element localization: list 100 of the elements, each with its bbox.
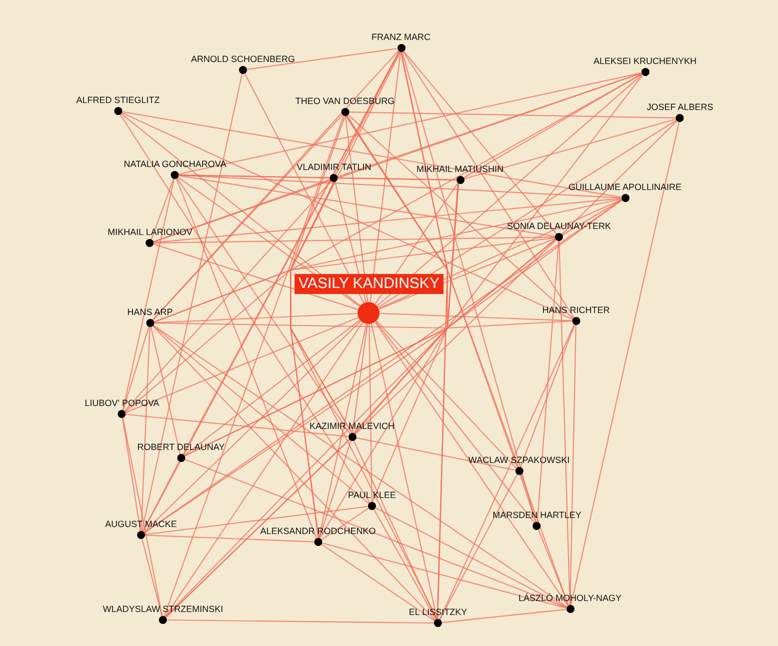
connection-line bbox=[374, 322, 568, 606]
connection-line bbox=[442, 608, 566, 624]
connection-line bbox=[570, 324, 576, 606]
connection-line bbox=[144, 534, 314, 542]
connection-line bbox=[154, 244, 359, 310]
connection-line bbox=[374, 509, 436, 620]
connection-line bbox=[182, 51, 400, 455]
connection-line bbox=[354, 74, 643, 434]
name-label: MIKHAIL LARIONOV bbox=[108, 227, 192, 238]
connection-line bbox=[184, 319, 361, 456]
connection-line bbox=[338, 178, 456, 180]
connection-line bbox=[121, 112, 573, 320]
connection-line bbox=[164, 322, 364, 617]
connection-line bbox=[152, 325, 370, 504]
connection-line bbox=[153, 324, 567, 608]
name-label: GUILLAUME APOLLINAIRE bbox=[568, 182, 682, 193]
name-label: SONIA DELAUNAY-TERK bbox=[506, 221, 612, 232]
name-label: NATALIA GONCHAROVA bbox=[124, 159, 226, 170]
connection-line bbox=[122, 111, 622, 198]
connection-line bbox=[150, 326, 181, 454]
connection-line bbox=[178, 72, 642, 175]
connection-line bbox=[463, 74, 642, 178]
connection-line bbox=[154, 236, 555, 244]
name-label: AUGUST MACKE bbox=[105, 519, 177, 530]
name-label: LIUBOV' POPOVA bbox=[84, 398, 160, 409]
connection-line bbox=[184, 458, 566, 608]
connection-line bbox=[120, 113, 361, 307]
connection-line bbox=[318, 324, 368, 538]
connection-line bbox=[321, 508, 369, 540]
connection-line bbox=[164, 183, 458, 618]
name-label: FRANZ MARC bbox=[372, 32, 430, 43]
connection-line bbox=[178, 175, 556, 237]
name-label: HANS RICHTER bbox=[542, 305, 610, 316]
connection-line bbox=[353, 440, 437, 620]
connection-line bbox=[140, 326, 150, 532]
connection-line bbox=[380, 312, 572, 322]
name-label: ROBERT DELAUNAY bbox=[137, 442, 225, 453]
connection-line bbox=[120, 114, 370, 503]
name-label: ALFRED STIEGLITZ bbox=[76, 95, 160, 106]
connection-line bbox=[562, 200, 622, 236]
connection-line bbox=[290, 182, 438, 620]
connection-line bbox=[144, 506, 368, 536]
connection-line bbox=[126, 316, 359, 413]
connection-line bbox=[154, 198, 622, 244]
connection-line bbox=[376, 320, 517, 468]
connection-line bbox=[176, 178, 318, 538]
connection-line bbox=[141, 538, 163, 616]
connection-line bbox=[150, 178, 174, 240]
connection-line bbox=[375, 321, 535, 524]
connection-line bbox=[402, 52, 536, 522]
connection-line bbox=[126, 414, 348, 438]
connection-line bbox=[154, 312, 358, 324]
name-label: VLADIMIR TATLIN bbox=[296, 162, 372, 173]
connection-line bbox=[402, 51, 574, 318]
connection-line bbox=[144, 238, 556, 534]
connection-line bbox=[184, 238, 556, 456]
name-label: ALEKSEI KRUCHENYKH bbox=[593, 56, 697, 67]
connection-line bbox=[122, 178, 175, 410]
connection-line bbox=[562, 120, 678, 235]
connection-line bbox=[344, 116, 368, 302]
connection-line bbox=[321, 544, 435, 622]
name-label: EL LISSITZKY bbox=[408, 607, 468, 618]
connection-line bbox=[368, 324, 372, 502]
connection-line bbox=[356, 437, 516, 471]
connection-line bbox=[378, 120, 677, 308]
connection-line bbox=[142, 461, 180, 532]
connection-line bbox=[352, 324, 368, 434]
connection-line bbox=[538, 530, 570, 606]
connection-line bbox=[154, 320, 572, 329]
connection-line bbox=[244, 73, 364, 304]
connection-line bbox=[349, 112, 676, 118]
name-label: HANS ARP bbox=[127, 307, 173, 318]
name-label: LÁSZLÓ MOHOLY-NAGY bbox=[518, 593, 622, 604]
name-label: PAUL KLEE bbox=[348, 490, 396, 501]
name-label: MARSDEN HARTLEY bbox=[492, 510, 582, 521]
connection-line bbox=[164, 116, 344, 616]
connection-line bbox=[403, 50, 557, 234]
connection-line bbox=[124, 74, 642, 412]
connection-line bbox=[338, 72, 642, 178]
connection-line bbox=[154, 198, 622, 323]
name-label: MIKHAIL MATIUSHIN bbox=[416, 164, 504, 175]
connection-line bbox=[370, 324, 438, 620]
connection-line bbox=[154, 178, 330, 242]
connection-line bbox=[246, 48, 398, 70]
connection-line bbox=[318, 440, 352, 538]
connection-line bbox=[536, 240, 560, 522]
connection-line bbox=[346, 115, 569, 606]
connection-line bbox=[370, 52, 402, 302]
name-label: KAZIMIR MALEVICH bbox=[310, 421, 394, 432]
connection-line bbox=[335, 51, 400, 175]
connection-line bbox=[144, 320, 362, 533]
name-label: THEO VAN DOESBURG bbox=[295, 96, 395, 107]
connection-line bbox=[167, 619, 434, 624]
connection-line bbox=[122, 326, 150, 410]
connection-line bbox=[520, 324, 576, 468]
connection-line bbox=[348, 114, 574, 319]
connection-line bbox=[520, 474, 536, 522]
name-label: ALEKSANDR RODCHENKO bbox=[260, 526, 376, 537]
connection-line bbox=[346, 115, 518, 468]
connection-line bbox=[376, 74, 642, 306]
